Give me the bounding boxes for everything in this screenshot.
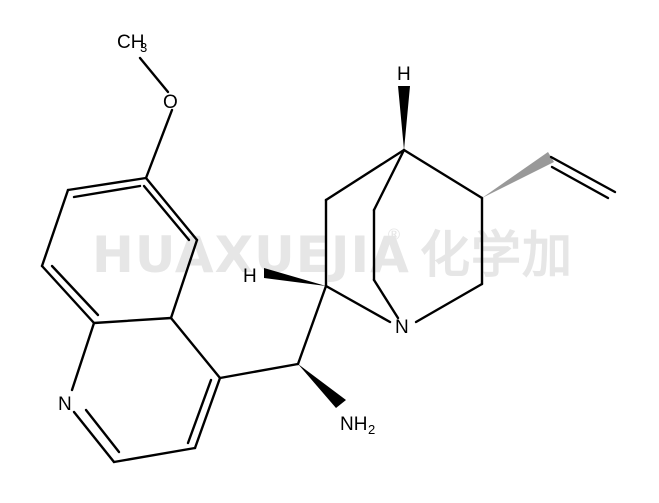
bond-c2-c3 bbox=[112, 446, 197, 464]
quinoline-bonds bbox=[40, 56, 222, 464]
bond-c7-c4 bbox=[324, 148, 406, 202]
quinuclidine-nitrogen-label: N bbox=[395, 317, 409, 338]
amine-subscript: 2 bbox=[368, 422, 375, 437]
quinuclidine-bonds bbox=[264, 86, 617, 324]
bond-o-c6 bbox=[144, 108, 174, 180]
bond-c4-c9 bbox=[218, 362, 300, 380]
watermark: HUAXUEJIA ® 化学加 bbox=[92, 225, 573, 284]
bond-c6-c7-inner bbox=[72, 184, 142, 199]
bond-c4a-c5 bbox=[169, 238, 199, 320]
wedge-c3-vinyl bbox=[482, 152, 554, 198]
methyl-subscript: 3 bbox=[140, 40, 147, 55]
quinoline-nitrogen-label: N bbox=[58, 394, 72, 415]
bond-c8a-n1 bbox=[70, 321, 96, 392]
oxygen-label: O bbox=[163, 92, 178, 113]
bond-c4-c4a bbox=[169, 316, 222, 380]
bond-cback2-n bbox=[372, 278, 400, 320]
bond-c9-c8 bbox=[296, 284, 328, 366]
wedge-c4-h bbox=[398, 86, 410, 150]
wedge-c9-nh2 bbox=[298, 364, 346, 408]
watermark-text: HUAXUEJIA bbox=[92, 226, 410, 284]
methyl-label: CH bbox=[117, 32, 144, 53]
watermark-chinese: 化学加 bbox=[420, 226, 573, 284]
bond-c7-c8 bbox=[40, 188, 70, 268]
atom-labels: CH 3 O N N NH 2 H H bbox=[58, 32, 411, 437]
bond-n1-c2 bbox=[72, 410, 116, 464]
bond-c3-c4 bbox=[193, 376, 222, 450]
bond-vinyl-1 bbox=[549, 155, 617, 194]
bond-c2-n bbox=[414, 282, 484, 324]
bond-c8-c8a-inner bbox=[50, 264, 100, 317]
watermark-registered: ® bbox=[386, 225, 402, 244]
bond-c5-c6-inner bbox=[142, 184, 191, 242]
bond-c8-n bbox=[324, 284, 392, 324]
bond-c8a-c4a bbox=[92, 316, 173, 325]
bond-c4-c3 bbox=[402, 148, 484, 200]
wedge-c8-h bbox=[264, 268, 326, 286]
bond-c5-c6 bbox=[144, 176, 199, 242]
bond-c8-c8a bbox=[40, 264, 96, 325]
amine-label: NH bbox=[340, 414, 367, 435]
bond-c6-c7 bbox=[66, 176, 148, 192]
bond-c4-cback1 bbox=[372, 148, 406, 212]
hydrogen-top-label: H bbox=[397, 64, 411, 85]
bond-vinyl-2 bbox=[550, 165, 610, 200]
bond-n1-c2-inner bbox=[84, 408, 121, 454]
linker-bonds bbox=[218, 284, 346, 408]
bond-c3-c4-inner bbox=[186, 378, 213, 445]
hydrogen-left-label: H bbox=[243, 266, 257, 287]
bond-ch3-o bbox=[138, 56, 170, 94]
